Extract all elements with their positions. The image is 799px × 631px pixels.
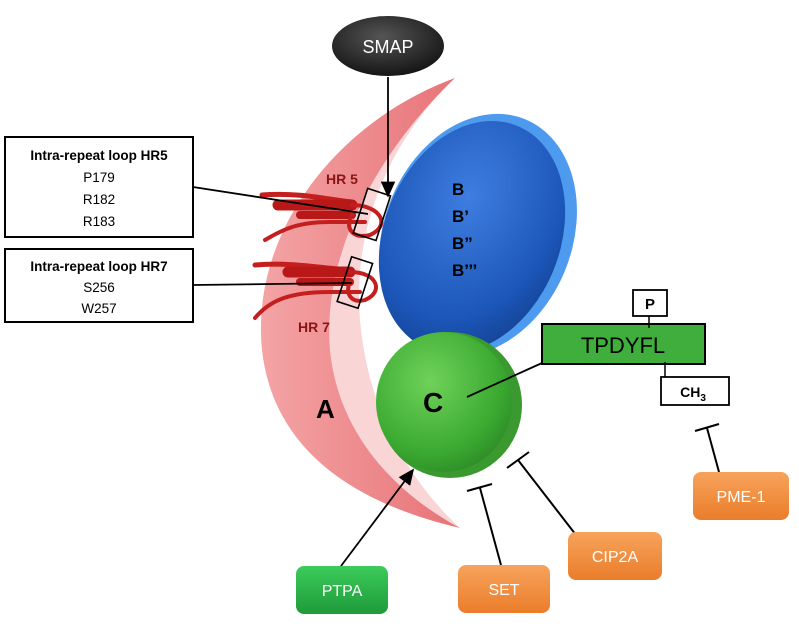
smap-label: SMAP bbox=[362, 37, 413, 57]
hr5-label: HR 5 bbox=[326, 171, 358, 187]
subunit-b bbox=[378, 113, 577, 357]
subunit-b-label-3: B” bbox=[452, 234, 473, 253]
set-label: SET bbox=[488, 582, 519, 599]
phospho-box: P bbox=[632, 289, 668, 317]
subunit-b-labels: B B’ B” B’’’ bbox=[452, 180, 477, 280]
hr7-loop-box bbox=[336, 255, 374, 310]
subunit-c bbox=[376, 332, 522, 478]
hr7-info-box: Intra-repeat loop HR7 S256 W257 bbox=[4, 248, 194, 323]
ptpa-arrow bbox=[340, 468, 415, 567]
tail-connector bbox=[466, 362, 543, 398]
pme1-inhibition bbox=[694, 423, 720, 473]
subunit-b-label-2: B’ bbox=[452, 207, 469, 226]
subunit-a-label: A bbox=[316, 394, 335, 424]
tail-sequence: TPDYFL bbox=[581, 333, 665, 358]
ptpa-label: PTPA bbox=[322, 583, 363, 600]
hr5-residue-2: R182 bbox=[83, 192, 115, 207]
hr7-label: HR 7 bbox=[298, 319, 330, 335]
hr5-box-title: Intra-repeat loop HR5 bbox=[30, 148, 168, 163]
hr7-residue-2: W257 bbox=[81, 301, 116, 316]
subunit-b-label-1: B bbox=[452, 180, 464, 199]
pme1-label: PME-1 bbox=[717, 489, 766, 506]
hr5-connector bbox=[192, 186, 369, 215]
hr7-connector bbox=[192, 282, 353, 286]
cip2a-label: CIP2A bbox=[592, 549, 639, 566]
phospho-label: P bbox=[645, 296, 655, 313]
smap-node: SMAP bbox=[332, 16, 444, 76]
methyl-box: CH3 bbox=[660, 376, 730, 406]
subunit-a bbox=[260, 78, 460, 528]
set-inhibition bbox=[466, 483, 502, 566]
set-box: SET bbox=[458, 565, 550, 613]
hr5-info-box: Intra-repeat loop HR5 P179 R182 R183 bbox=[4, 136, 194, 238]
ptpa-box: PTPA bbox=[296, 566, 388, 614]
cip2a-box: CIP2A bbox=[568, 532, 662, 580]
hr7-helices bbox=[252, 261, 378, 320]
hr7-box-title: Intra-repeat loop HR7 bbox=[30, 259, 167, 274]
hr5-loop-box bbox=[352, 187, 392, 242]
hr5-residue-1: P179 bbox=[83, 170, 115, 185]
hr7-residue-1: S256 bbox=[83, 280, 115, 295]
tail-sequence-box: TPDYFL bbox=[541, 323, 706, 365]
methyl-main: CH bbox=[680, 384, 700, 400]
hr5-residue-3: R183 bbox=[83, 214, 115, 229]
methyl-label: CH3 bbox=[680, 384, 706, 404]
subunit-c-label: C bbox=[423, 387, 443, 418]
subunit-b-label-4: B’’’ bbox=[452, 261, 477, 280]
cip2a-inhibition bbox=[506, 451, 577, 536]
pme1-box: PME-1 bbox=[693, 472, 789, 520]
methyl-subscript: 3 bbox=[700, 393, 706, 404]
